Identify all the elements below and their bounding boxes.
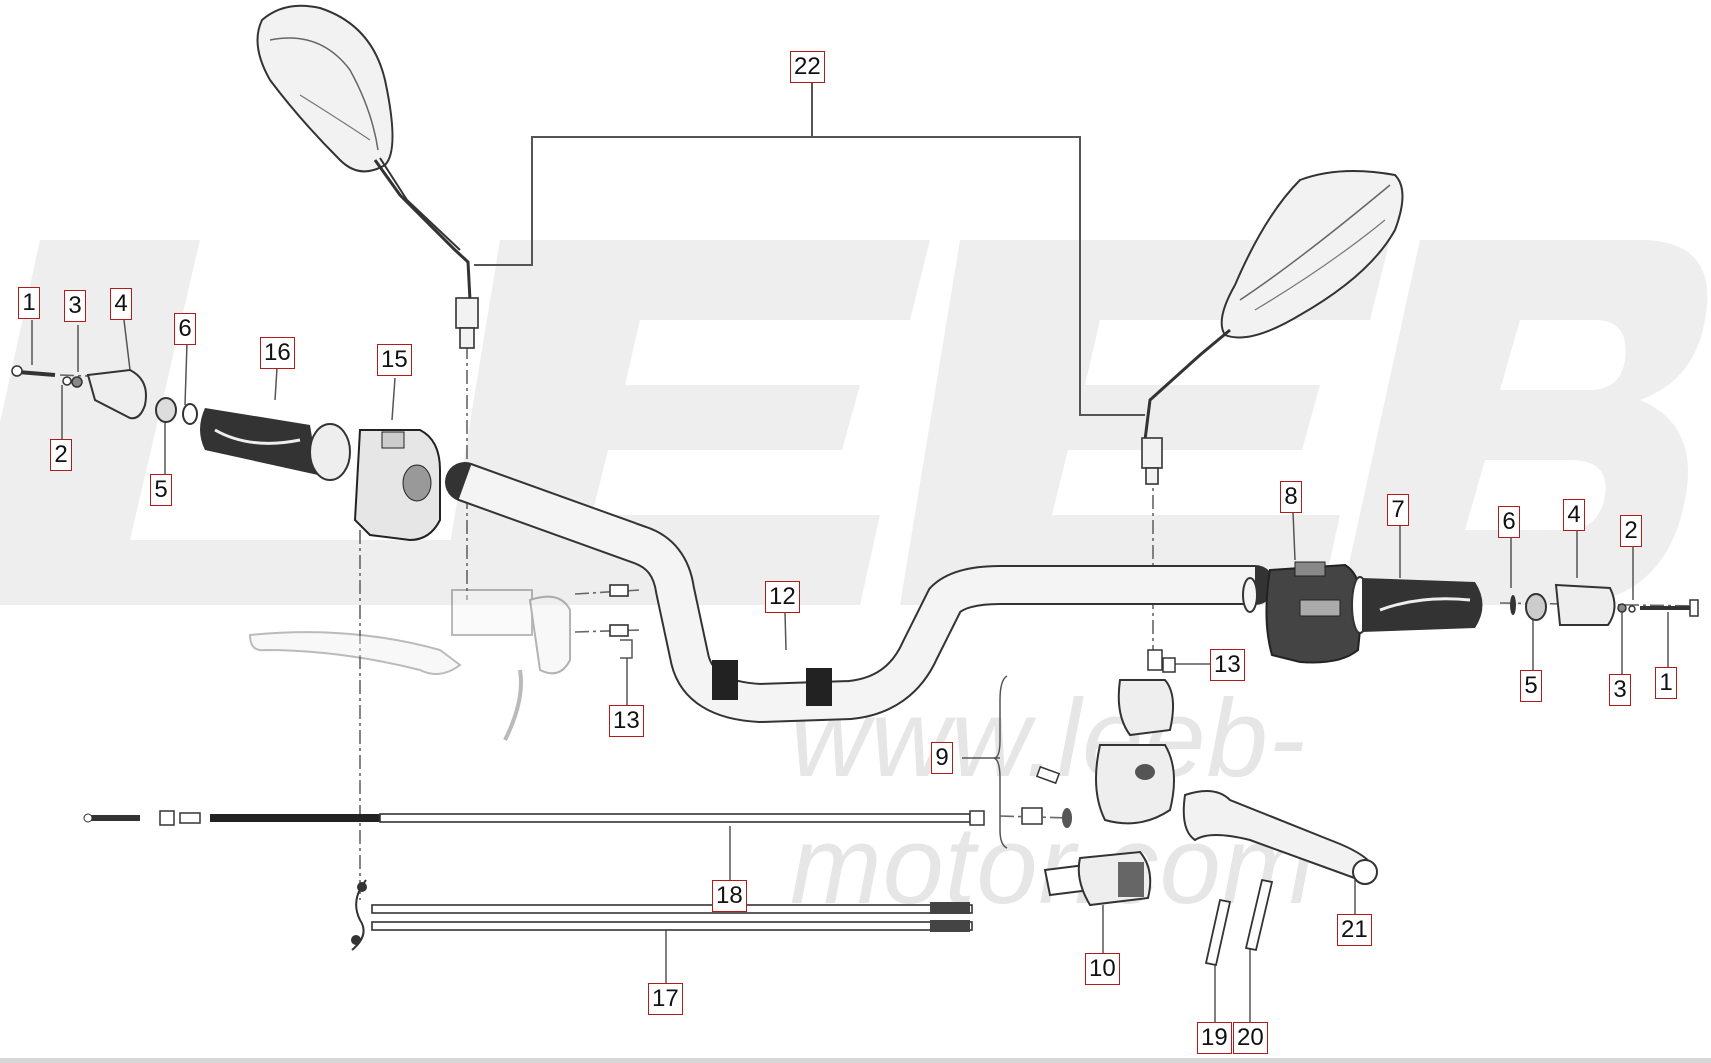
grip-left xyxy=(200,408,351,481)
leader-22 xyxy=(474,80,1145,416)
switch-housing-left xyxy=(353,429,441,542)
leader-lines xyxy=(31,319,1669,1022)
callout-22: 22 xyxy=(790,51,825,83)
callout-8: 8 xyxy=(1280,481,1302,513)
callout-2-right: 2 xyxy=(1620,515,1642,547)
callout-16: 16 xyxy=(260,337,295,369)
callout-19: 19 xyxy=(1197,1022,1232,1054)
callout-20: 20 xyxy=(1233,1022,1268,1054)
callout-2-left: 2 xyxy=(50,439,72,471)
callout-3-left: 3 xyxy=(64,290,86,322)
callout-21: 21 xyxy=(1337,914,1372,946)
callout-5-right: 5 xyxy=(1520,670,1542,702)
callout-18: 18 xyxy=(712,880,747,912)
callout-10: 10 xyxy=(1085,953,1120,985)
bar-end-right xyxy=(1510,583,1699,626)
grip-right xyxy=(1351,576,1483,634)
callout-6-left: 6 xyxy=(174,313,196,345)
clutch-lever xyxy=(1182,790,1378,885)
mirror-right xyxy=(1141,170,1404,485)
callout-12: 12 xyxy=(765,581,800,613)
callout-3-right: 3 xyxy=(1609,674,1631,706)
throttle-cable xyxy=(351,879,973,951)
callout-4-left: 4 xyxy=(110,288,132,320)
callout-6-right: 6 xyxy=(1498,506,1520,538)
callout-4-right: 4 xyxy=(1563,499,1585,531)
bar-end-left xyxy=(11,365,198,425)
callout-5-left: 5 xyxy=(150,474,172,506)
callout-7: 7 xyxy=(1387,494,1409,526)
clutch-cable xyxy=(83,810,985,826)
callout-13-right: 13 xyxy=(1210,649,1245,681)
mirror-left xyxy=(256,4,479,349)
bolts-left xyxy=(609,584,629,637)
callout-9: 9 xyxy=(931,742,953,774)
callout-1-right: 1 xyxy=(1655,667,1677,699)
callout-1-left: 1 xyxy=(18,287,40,319)
switch-housing-right xyxy=(1265,561,1364,664)
clutch-perch-assembly xyxy=(1021,649,1176,828)
bottom-rule xyxy=(0,1058,1711,1063)
brake-master-left xyxy=(248,589,571,741)
callout-17: 17 xyxy=(648,983,683,1015)
callout-13-left: 13 xyxy=(609,705,644,737)
switch-10 xyxy=(1043,850,1152,907)
pins-19-20 xyxy=(1204,878,1274,967)
callout-15: 15 xyxy=(377,344,412,376)
handlebar xyxy=(445,462,1275,724)
